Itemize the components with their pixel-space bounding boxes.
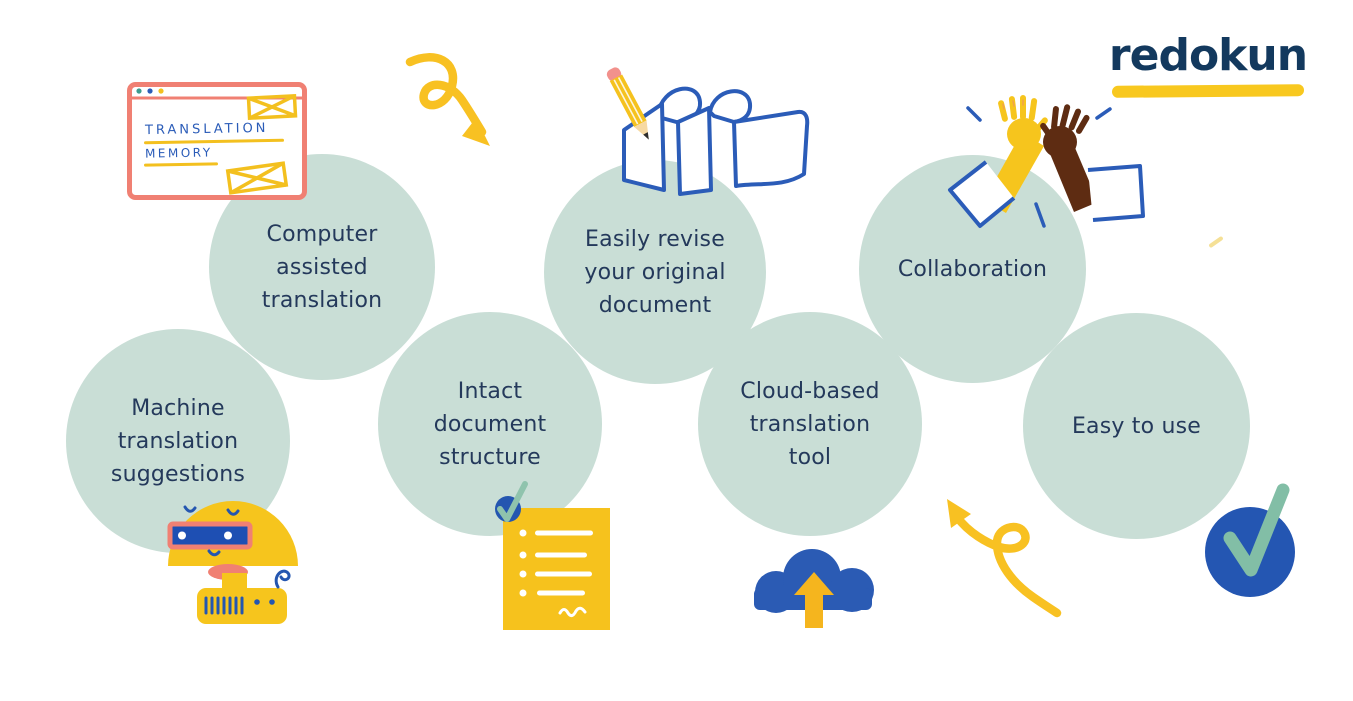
feature-label: Machine translation suggestions <box>110 395 246 487</box>
cloud-upload-icon <box>740 548 890 633</box>
upload-arrow <box>794 572 834 628</box>
feature-circle-easy-to-use: Easy to use <box>1023 313 1250 539</box>
checkmark-circle-icon <box>1200 472 1310 607</box>
envelope-icon <box>246 93 298 121</box>
high-five-hands-icon <box>940 92 1150 232</box>
window-title-line1: TRANSLATION <box>144 120 269 139</box>
feature-circle-intact-document-structure: Intact document structure <box>378 312 602 536</box>
feature-circle-computer-assisted-translation: Computer assisted translation <box>209 154 435 380</box>
browser-window-translation-memory-icon: TRANSLATION MEMORY <box>127 82 307 200</box>
feature-label: Collaboration <box>897 256 1048 282</box>
check-badge <box>495 481 528 522</box>
feature-label: Intact document structure <box>433 378 547 470</box>
window-title-line2: MEMORY <box>144 145 213 161</box>
feature-label: Cloud-based translation tool <box>740 378 880 470</box>
pencil-icon <box>606 67 649 140</box>
right-sleeve <box>1087 164 1145 222</box>
feature-label: Easily revise your original document <box>584 226 726 318</box>
robot-icon <box>160 495 310 630</box>
faint-yellow-dash <box>1208 235 1224 249</box>
curved-arrow-down-icon <box>398 52 498 152</box>
window-dots <box>136 88 164 94</box>
curved-arrow-up-icon <box>935 485 1065 620</box>
feature-label: Easy to use <box>1071 413 1202 439</box>
checklist-document-icon <box>492 478 617 635</box>
pencil-writing-accordion-paper-icon <box>592 67 827 210</box>
redokun-logo: redokun <box>1108 30 1308 81</box>
feature-label: Computer assisted translation <box>261 221 383 313</box>
envelope-icon <box>225 161 289 195</box>
feature-circle-cloud-based-translation-tool: Cloud-based translation tool <box>698 312 922 536</box>
brown-hand <box>1040 104 1098 212</box>
impact-dashes <box>966 106 1112 228</box>
left-sleeve <box>948 160 1016 228</box>
